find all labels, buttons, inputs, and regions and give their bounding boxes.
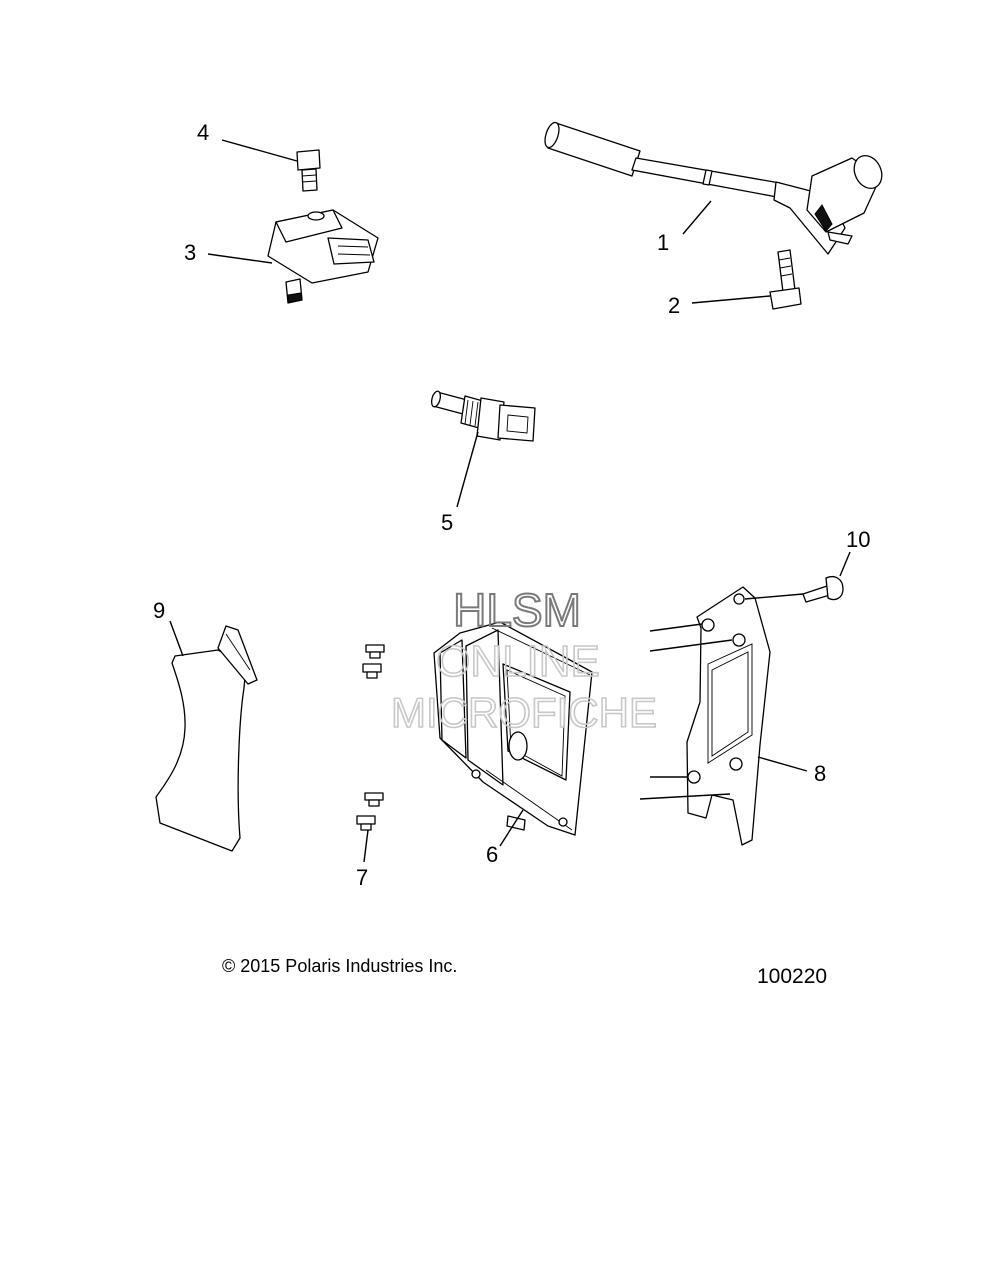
part-6-ecu[interactable] [433, 621, 593, 836]
leader-8-d [639, 793, 731, 800]
callout-10: 10 [846, 527, 870, 552]
part-2-bolt[interactable] [769, 249, 802, 310]
part-4-bolt[interactable] [296, 149, 321, 192]
callout-1: 1 [657, 230, 669, 255]
watermark-line-3: MICROFICHE [391, 689, 657, 736]
part-8-bracket[interactable] [686, 586, 771, 846]
leader-8-a [649, 623, 703, 632]
part-5-temp-sensor[interactable] [430, 390, 536, 442]
callout-8: 8 [814, 761, 826, 786]
leader-8-b [649, 639, 733, 652]
leader-3 [207, 253, 273, 264]
leader-10 [744, 593, 804, 600]
leader-1 [682, 200, 712, 235]
callout-3: 3 [184, 240, 196, 265]
callout-7: 7 [356, 865, 368, 890]
watermark-line-2: ONLINE [436, 637, 600, 686]
part-10-push-rivet[interactable] [802, 575, 844, 603]
copyright-notice: © 2015 Polaris Industries Inc. [222, 956, 458, 976]
part-3-map-sensor[interactable] [267, 209, 379, 304]
leader-10-b [839, 551, 851, 577]
callout-9: 9 [153, 598, 165, 623]
part-7-screws[interactable] [356, 644, 385, 831]
watermark-line-1: HLSM [453, 584, 581, 636]
leader-7 [363, 829, 369, 863]
leader-8 [757, 756, 808, 772]
callout-4: 4 [197, 120, 209, 145]
leader-2 [691, 295, 771, 304]
leader-4 [221, 139, 298, 162]
callout-5: 5 [441, 510, 453, 535]
part-1-sensor[interactable] [542, 121, 887, 255]
leader-5 [456, 431, 479, 508]
drawing-number: 100220 [757, 965, 828, 988]
callout-6: 6 [486, 842, 498, 867]
callout-2: 2 [668, 293, 680, 318]
leader-6 [499, 809, 524, 847]
part-9-cover[interactable] [155, 625, 258, 852]
leader-9 [169, 620, 184, 657]
